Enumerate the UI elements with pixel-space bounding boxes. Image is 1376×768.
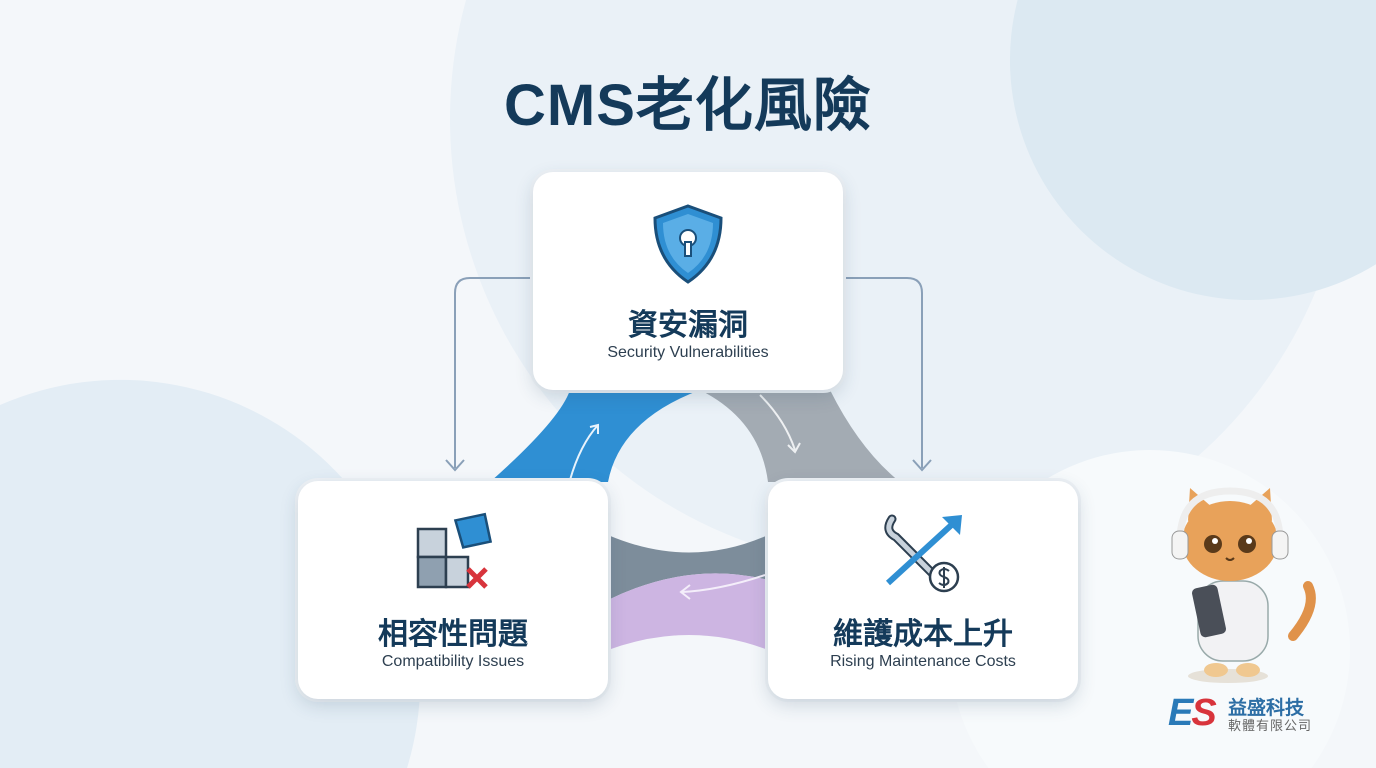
card-maintenance: 維護成本上升 Rising Maintenance Costs xyxy=(768,481,1078,699)
logo-mark: ES xyxy=(1168,692,1217,734)
card-subtitle: Compatibility Issues xyxy=(381,653,525,670)
card-subtitle: Security Vulnerabilities xyxy=(607,344,769,361)
card-compatibility: 相容性問題 Compatibility Issues xyxy=(298,481,608,699)
card-title: 相容性問題 xyxy=(378,618,528,651)
flow-band-blue xyxy=(490,390,700,482)
cat-mascot-illustration xyxy=(1171,487,1316,683)
card-title: 維護成本上升 xyxy=(833,618,1013,651)
flow-band-purple xyxy=(608,573,768,650)
logo-subtitle: 軟體有限公司 xyxy=(1228,718,1313,733)
flow-band-gray xyxy=(700,390,900,482)
wrench-cost-up-icon xyxy=(884,514,962,593)
connector-right xyxy=(843,277,923,468)
company-logo: ES 益盛科技 軟體有限公司 xyxy=(1168,693,1328,733)
shield-lock-icon xyxy=(653,204,723,284)
card-title: 資安漏洞 xyxy=(628,309,748,342)
connector-left xyxy=(454,277,533,468)
card-security: 資安漏洞 Security Vulnerabilities xyxy=(533,172,843,390)
puzzle-error-icon xyxy=(416,512,493,589)
logo-name: 益盛科技 xyxy=(1228,698,1305,719)
page-title: CMS老化風險 xyxy=(504,73,872,138)
card-subtitle: Rising Maintenance Costs xyxy=(830,653,1016,670)
flow-band-dark xyxy=(608,535,768,600)
